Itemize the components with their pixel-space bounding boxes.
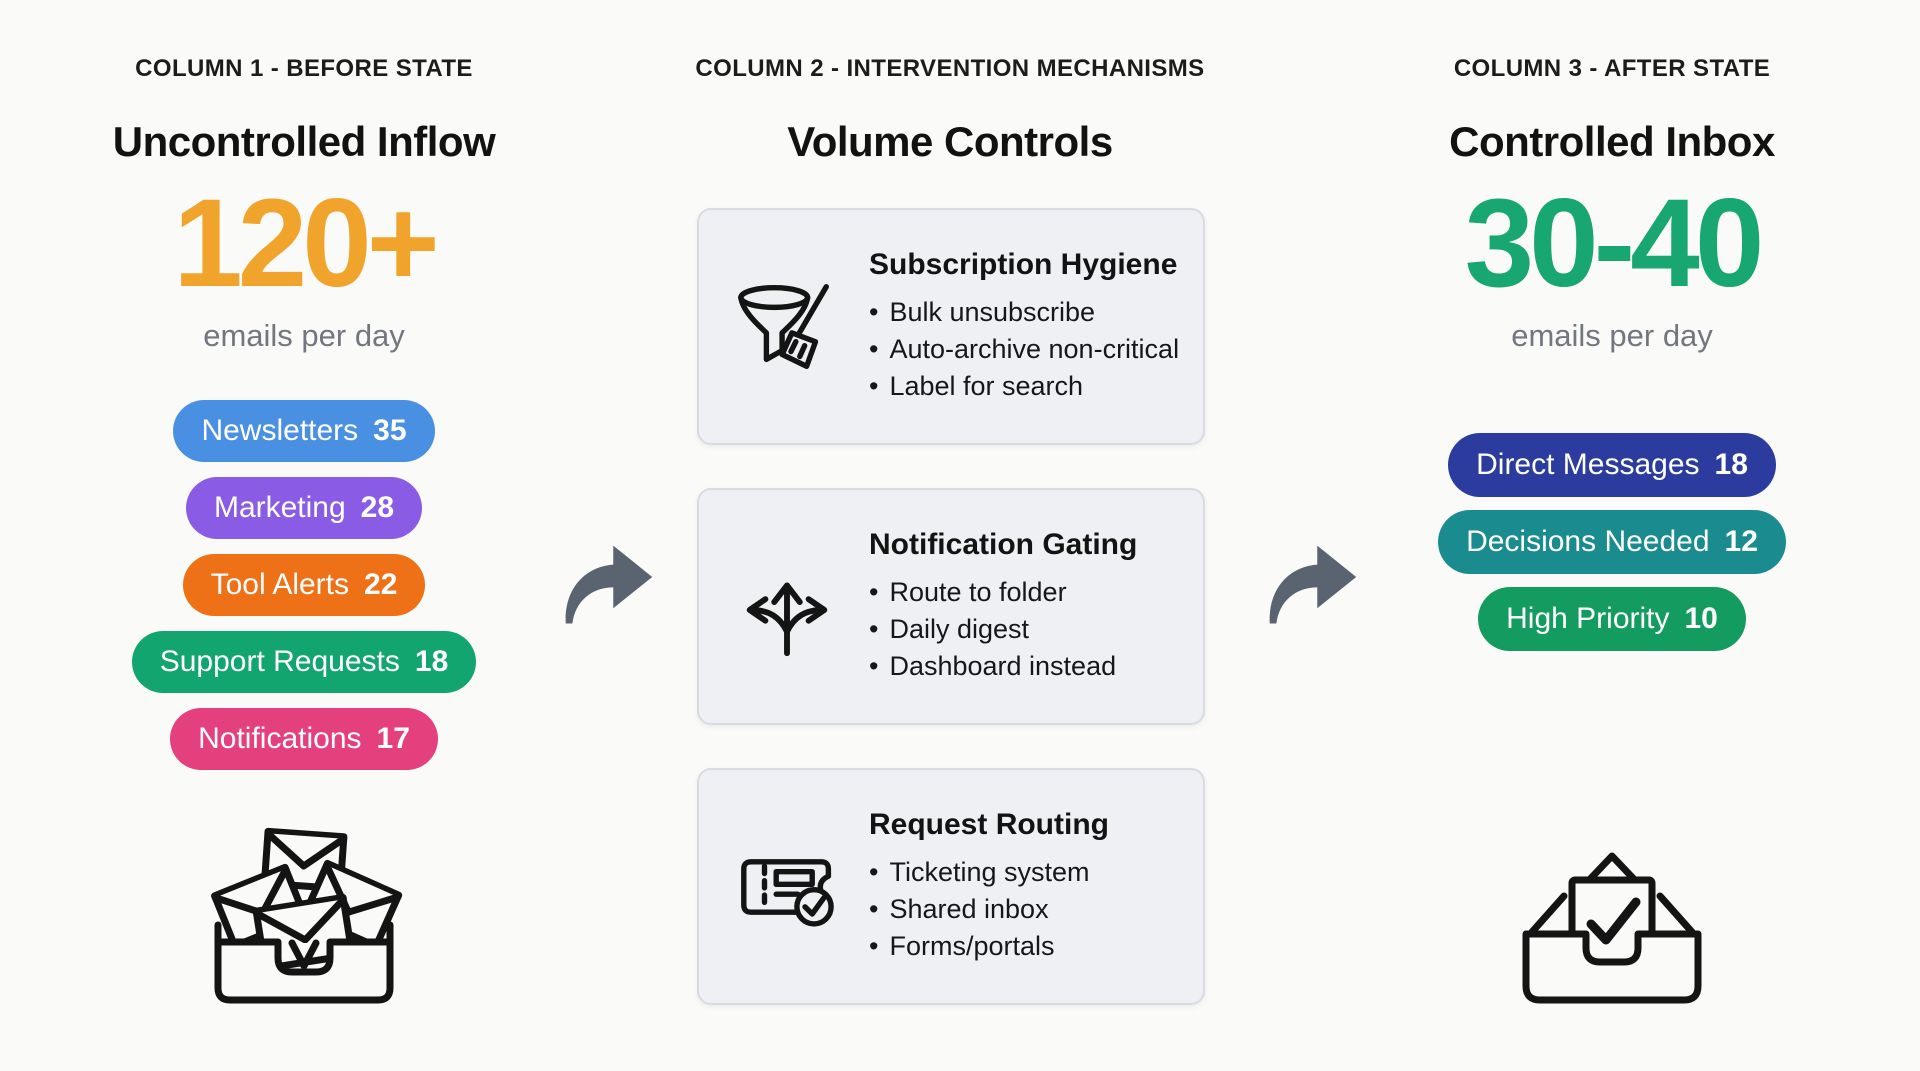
card-bullet: Dashboard instead (869, 648, 1137, 685)
column3-title: Controlled Inbox (1449, 118, 1775, 165)
pill-count: 10 (1684, 602, 1718, 635)
pill-label: Notifications (198, 722, 362, 755)
pill-support-requests: Support Requests 18 (131, 631, 477, 693)
column3-kicker: COLUMN 3 - AFTER STATE (1453, 55, 1771, 82)
card-title: Subscription Hygiene (869, 248, 1178, 281)
inbox-check-icon (1512, 822, 1712, 1012)
card-bullet: Forms/portals (869, 928, 1109, 965)
card-bullet: Shared inbox (869, 891, 1109, 928)
card-bullet: Route to folder (869, 574, 1137, 611)
pill-label: Tool Alerts (210, 568, 350, 601)
column1-kicker: COLUMN 1 - BEFORE STATE (135, 55, 473, 82)
pill-count: 28 (360, 491, 395, 524)
column1-title: Uncontrolled Inflow (112, 118, 496, 165)
pill-direct-messages: Direct Messages 18 (1448, 433, 1776, 497)
card-notification-gating: Notification Gating Route to folder Dail… (697, 488, 1205, 725)
column1-metric-block: 120+ emails per day (34, 0, 574, 360)
card-subscription-hygiene: Subscription Hygiene Bulk unsubscribe Au… (697, 208, 1205, 445)
pill-count: 17 (376, 722, 410, 755)
metric-value-after: 30-40 (1464, 174, 1765, 313)
card-bullet: Daily digest (869, 611, 1137, 648)
flow-arrow-left (556, 538, 661, 633)
pill-tool-alerts: Tool Alerts 22 (182, 554, 426, 616)
pill-label: Decisions Needed (1466, 525, 1710, 558)
pill-high-priority: High Priority 10 (1478, 587, 1746, 651)
ticket-check-icon (733, 822, 841, 952)
card-bullet: Ticketing system (869, 854, 1109, 891)
pill-notifications: Notifications 17 (170, 708, 438, 770)
card-title: Notification Gating (869, 528, 1138, 561)
card-title: Request Routing (869, 808, 1109, 841)
pill-label: Newsletters (201, 414, 359, 447)
branching-arrows-icon (733, 542, 841, 672)
metric-caption-before: emails per day (203, 318, 405, 353)
column2-kicker: COLUMN 2 - INTERVENTION MECHANISMS (695, 55, 1205, 82)
before-pill-stack: Newsletters 35 Marketing 28 Tool Alerts … (34, 400, 574, 770)
pill-decisions-needed: Decisions Needed 12 (1438, 510, 1786, 574)
pill-label: Marketing (213, 491, 346, 524)
flow-arrow-right (1260, 538, 1365, 633)
card-request-routing: Request Routing Ticketing system Shared … (697, 768, 1205, 1005)
card-bullet: Bulk unsubscribe (869, 294, 1179, 331)
card-bullet: Label for search (869, 368, 1179, 405)
pill-count: 12 (1724, 525, 1758, 558)
overflowing-inbox-icon (204, 822, 404, 1012)
card-bullet: Auto-archive non-critical (869, 331, 1179, 368)
pill-label: High Priority (1506, 602, 1670, 635)
metric-value-before: 120+ (173, 174, 440, 313)
pill-marketing: Marketing 28 (185, 477, 423, 539)
pill-count: 18 (414, 645, 449, 678)
after-pill-stack: Direct Messages 18 Decisions Needed 12 H… (1342, 433, 1882, 651)
pill-count: 22 (364, 568, 398, 601)
pill-label: Direct Messages (1476, 448, 1700, 481)
pill-count: 35 (373, 414, 407, 447)
pill-count: 18 (1714, 448, 1748, 481)
funnel-broom-icon (733, 262, 841, 392)
pill-newsletters: Newsletters 35 (173, 400, 435, 462)
column3-metric-block: 30-40 emails per day (1342, 0, 1882, 360)
column2-title: Volume Controls (787, 118, 1113, 165)
metric-caption-after: emails per day (1511, 318, 1713, 353)
pill-label: Support Requests (159, 645, 400, 678)
